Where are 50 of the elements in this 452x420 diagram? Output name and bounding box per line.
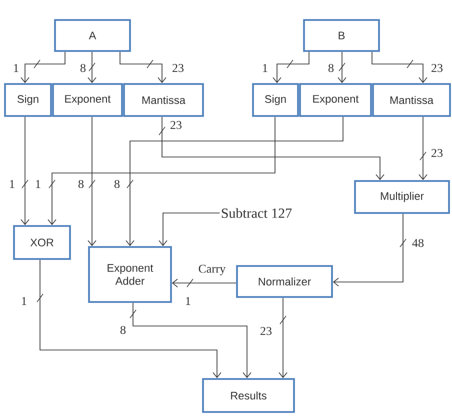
edge-label: 1	[22, 297, 26, 305]
edge-label: 1	[10, 180, 14, 188]
arrow	[272, 52, 310, 84]
arrow	[372, 52, 428, 84]
edge-label: 1	[36, 180, 40, 188]
arrow	[88, 52, 96, 84]
edge-label: 1	[14, 64, 18, 72]
field-box: Exponent	[299, 83, 372, 117]
edge-label: 23	[172, 64, 184, 72]
field-box: Mantissa	[123, 83, 204, 117]
edge-label: 8	[120, 326, 126, 334]
edge-label: 23	[432, 64, 443, 72]
block-box: XOR	[13, 225, 71, 260]
edge-label: Carry	[198, 264, 226, 276]
arrow	[20, 52, 66, 84]
edge-label: 23	[260, 326, 272, 336]
edge-label: 8	[328, 64, 334, 72]
bit-width-label: 1	[186, 297, 190, 305]
block-box: Multiplier	[354, 180, 450, 214]
arrow	[120, 52, 166, 84]
arrow	[126, 116, 344, 246]
input-box: A	[54, 19, 131, 52]
arrow	[132, 302, 252, 378]
arrow	[332, 214, 404, 286]
arrow	[162, 116, 384, 180]
block-box: Normalizer	[236, 265, 333, 298]
field-box: Sign	[4, 83, 52, 117]
annotation-text: Subtract 127	[222, 208, 292, 218]
edge-label: 48	[412, 238, 424, 248]
edge-label: 23	[170, 120, 182, 130]
field-box: Sign	[252, 83, 299, 117]
block-box: Exponent Adder	[88, 246, 172, 303]
arrow	[418, 116, 428, 180]
edge-label: 8	[80, 64, 86, 72]
edge-label: 8	[114, 180, 120, 188]
output-box: Results	[202, 378, 295, 413]
edge-label: 1	[263, 64, 268, 72]
edge-label: 8	[78, 180, 84, 188]
arrow	[48, 116, 276, 226]
arrow	[158, 212, 220, 246]
arrow	[88, 116, 96, 246]
edge-label: 23	[432, 148, 443, 158]
arrow	[278, 298, 288, 378]
input-box: B	[303, 19, 380, 52]
arrow	[172, 278, 236, 288]
arrow	[20, 116, 30, 226]
field-box: Mantissa	[372, 83, 451, 117]
arrow	[40, 260, 222, 378]
arrow	[338, 52, 346, 84]
field-box: Exponent	[52, 83, 123, 117]
